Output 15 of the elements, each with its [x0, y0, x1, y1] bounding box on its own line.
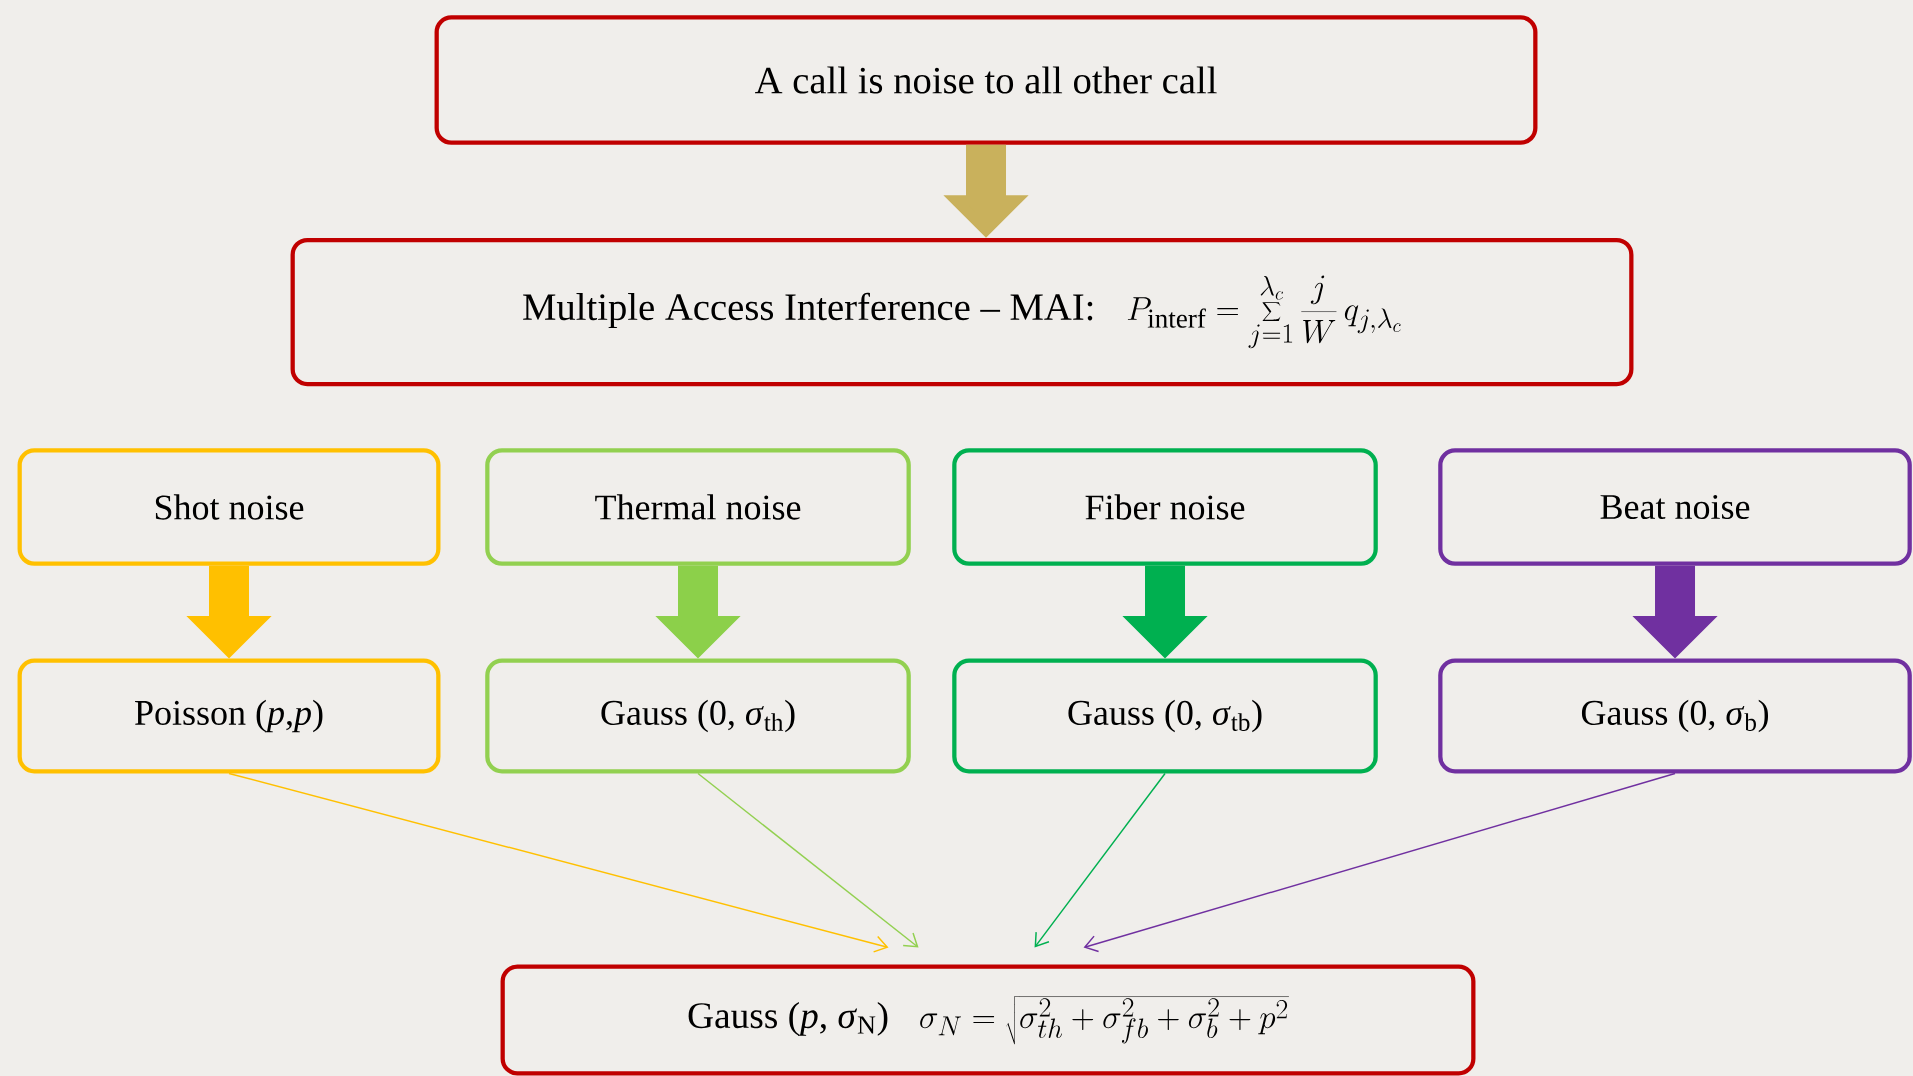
arrow: [1034, 772, 1166, 948]
noise-box: Thermal noise: [485, 448, 911, 566]
noise-box: Beat noise: [1438, 448, 1912, 566]
statement-box: A call is noise to all other call: [434, 15, 1538, 145]
noise-box: Fiber noise: [952, 448, 1378, 566]
formula-box: Gauss (p, σ$_{N}$) $\sigma_N = \sqrt{\sigma_{th}^2 + \sigma_{fb}^2 + \sigma_b^2 + p^2}$: [500, 964, 1476, 1076]
formula-box: Multiple Access Interference – MAI: $P_{\mathrm{interf}} = \sum_{j=1}^{\lambda_c} \frac{j}{W}\, q_{j,\lambda_c}$: [290, 237, 1634, 387]
noise-box: Shot noise: [17, 448, 441, 566]
distribution-box: Poisson (p,p): [17, 658, 441, 774]
distribution-box: Gauss (0, σ$_{b}$): [1438, 658, 1912, 774]
distribution-box: Gauss (0, σ$_{th}$): [485, 658, 911, 774]
arrow: [1083, 772, 1676, 953]
arrow: [697, 772, 919, 948]
distribution-box: Gauss (0, σ$_{tb}$): [952, 658, 1378, 774]
arrow: [228, 772, 889, 953]
